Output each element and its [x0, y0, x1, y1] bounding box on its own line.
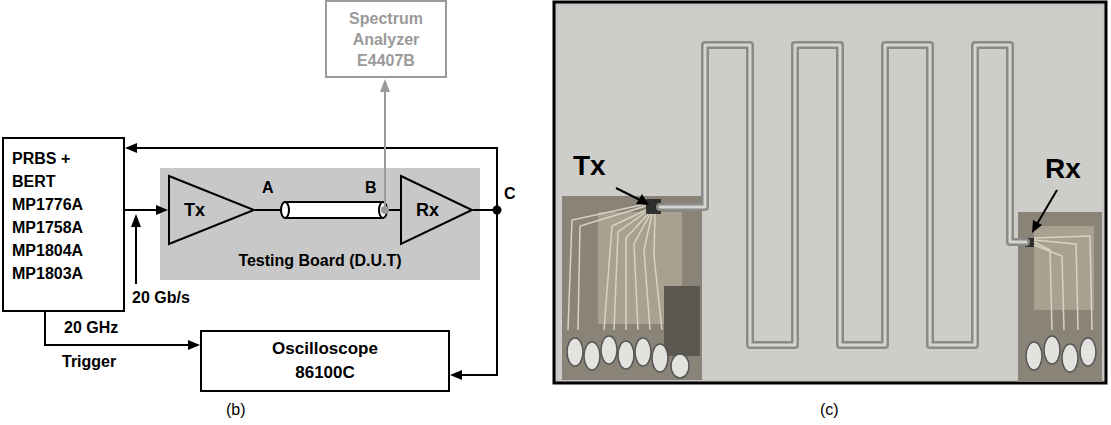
amplifier-triangle: Tx	[168, 175, 255, 245]
rate-pointer	[131, 214, 141, 284]
amplifier-triangle: Rx	[400, 175, 473, 245]
node-text: Spectrum Analyzer E4407B	[330, 8, 442, 71]
photo-callout: Tx	[573, 150, 606, 182]
instrument-box: PRBS + BERTMP1776A MP1758A MP1804A MP180…	[2, 137, 125, 312]
test-board: Testing Board (D.U.T) Tx Rx	[160, 168, 480, 280]
node-text: Rx	[416, 200, 439, 221]
signal-connector	[125, 205, 168, 215]
probe-wire	[380, 79, 390, 214]
port-label: B	[365, 178, 377, 198]
node-text: Testing Board (D.U.T)	[238, 252, 401, 270]
edge-label: 20 GHz	[62, 318, 120, 338]
panel-caption: (c)	[820, 400, 839, 420]
instrument-box: Oscilloscope 86100C	[200, 330, 450, 392]
node-text: Oscilloscope 86100C	[259, 337, 391, 385]
signal-connector	[450, 210, 497, 380]
rate-label: 20 Gb/s	[132, 288, 190, 308]
port-label: C	[504, 184, 516, 204]
board-photo	[554, 2, 1106, 383]
junction-dot	[493, 206, 502, 215]
coax-cable	[281, 202, 387, 218]
instrument-box: Spectrum Analyzer E4407B	[325, 0, 447, 78]
signal-connector	[125, 143, 497, 210]
node-text: PRBS + BERT	[12, 147, 84, 193]
triangle-outline	[168, 175, 255, 245]
port-label: A	[262, 178, 274, 198]
signal-connector	[45, 312, 200, 350]
photo-callout: Rx	[1045, 153, 1081, 185]
node-text: MP1776A MP1758A MP1804A MP1803A	[12, 193, 96, 285]
node-text: Tx	[184, 200, 205, 221]
signal-label: Trigger	[62, 352, 116, 372]
panel-caption: (b)	[226, 400, 246, 420]
board-fill	[160, 168, 480, 280]
